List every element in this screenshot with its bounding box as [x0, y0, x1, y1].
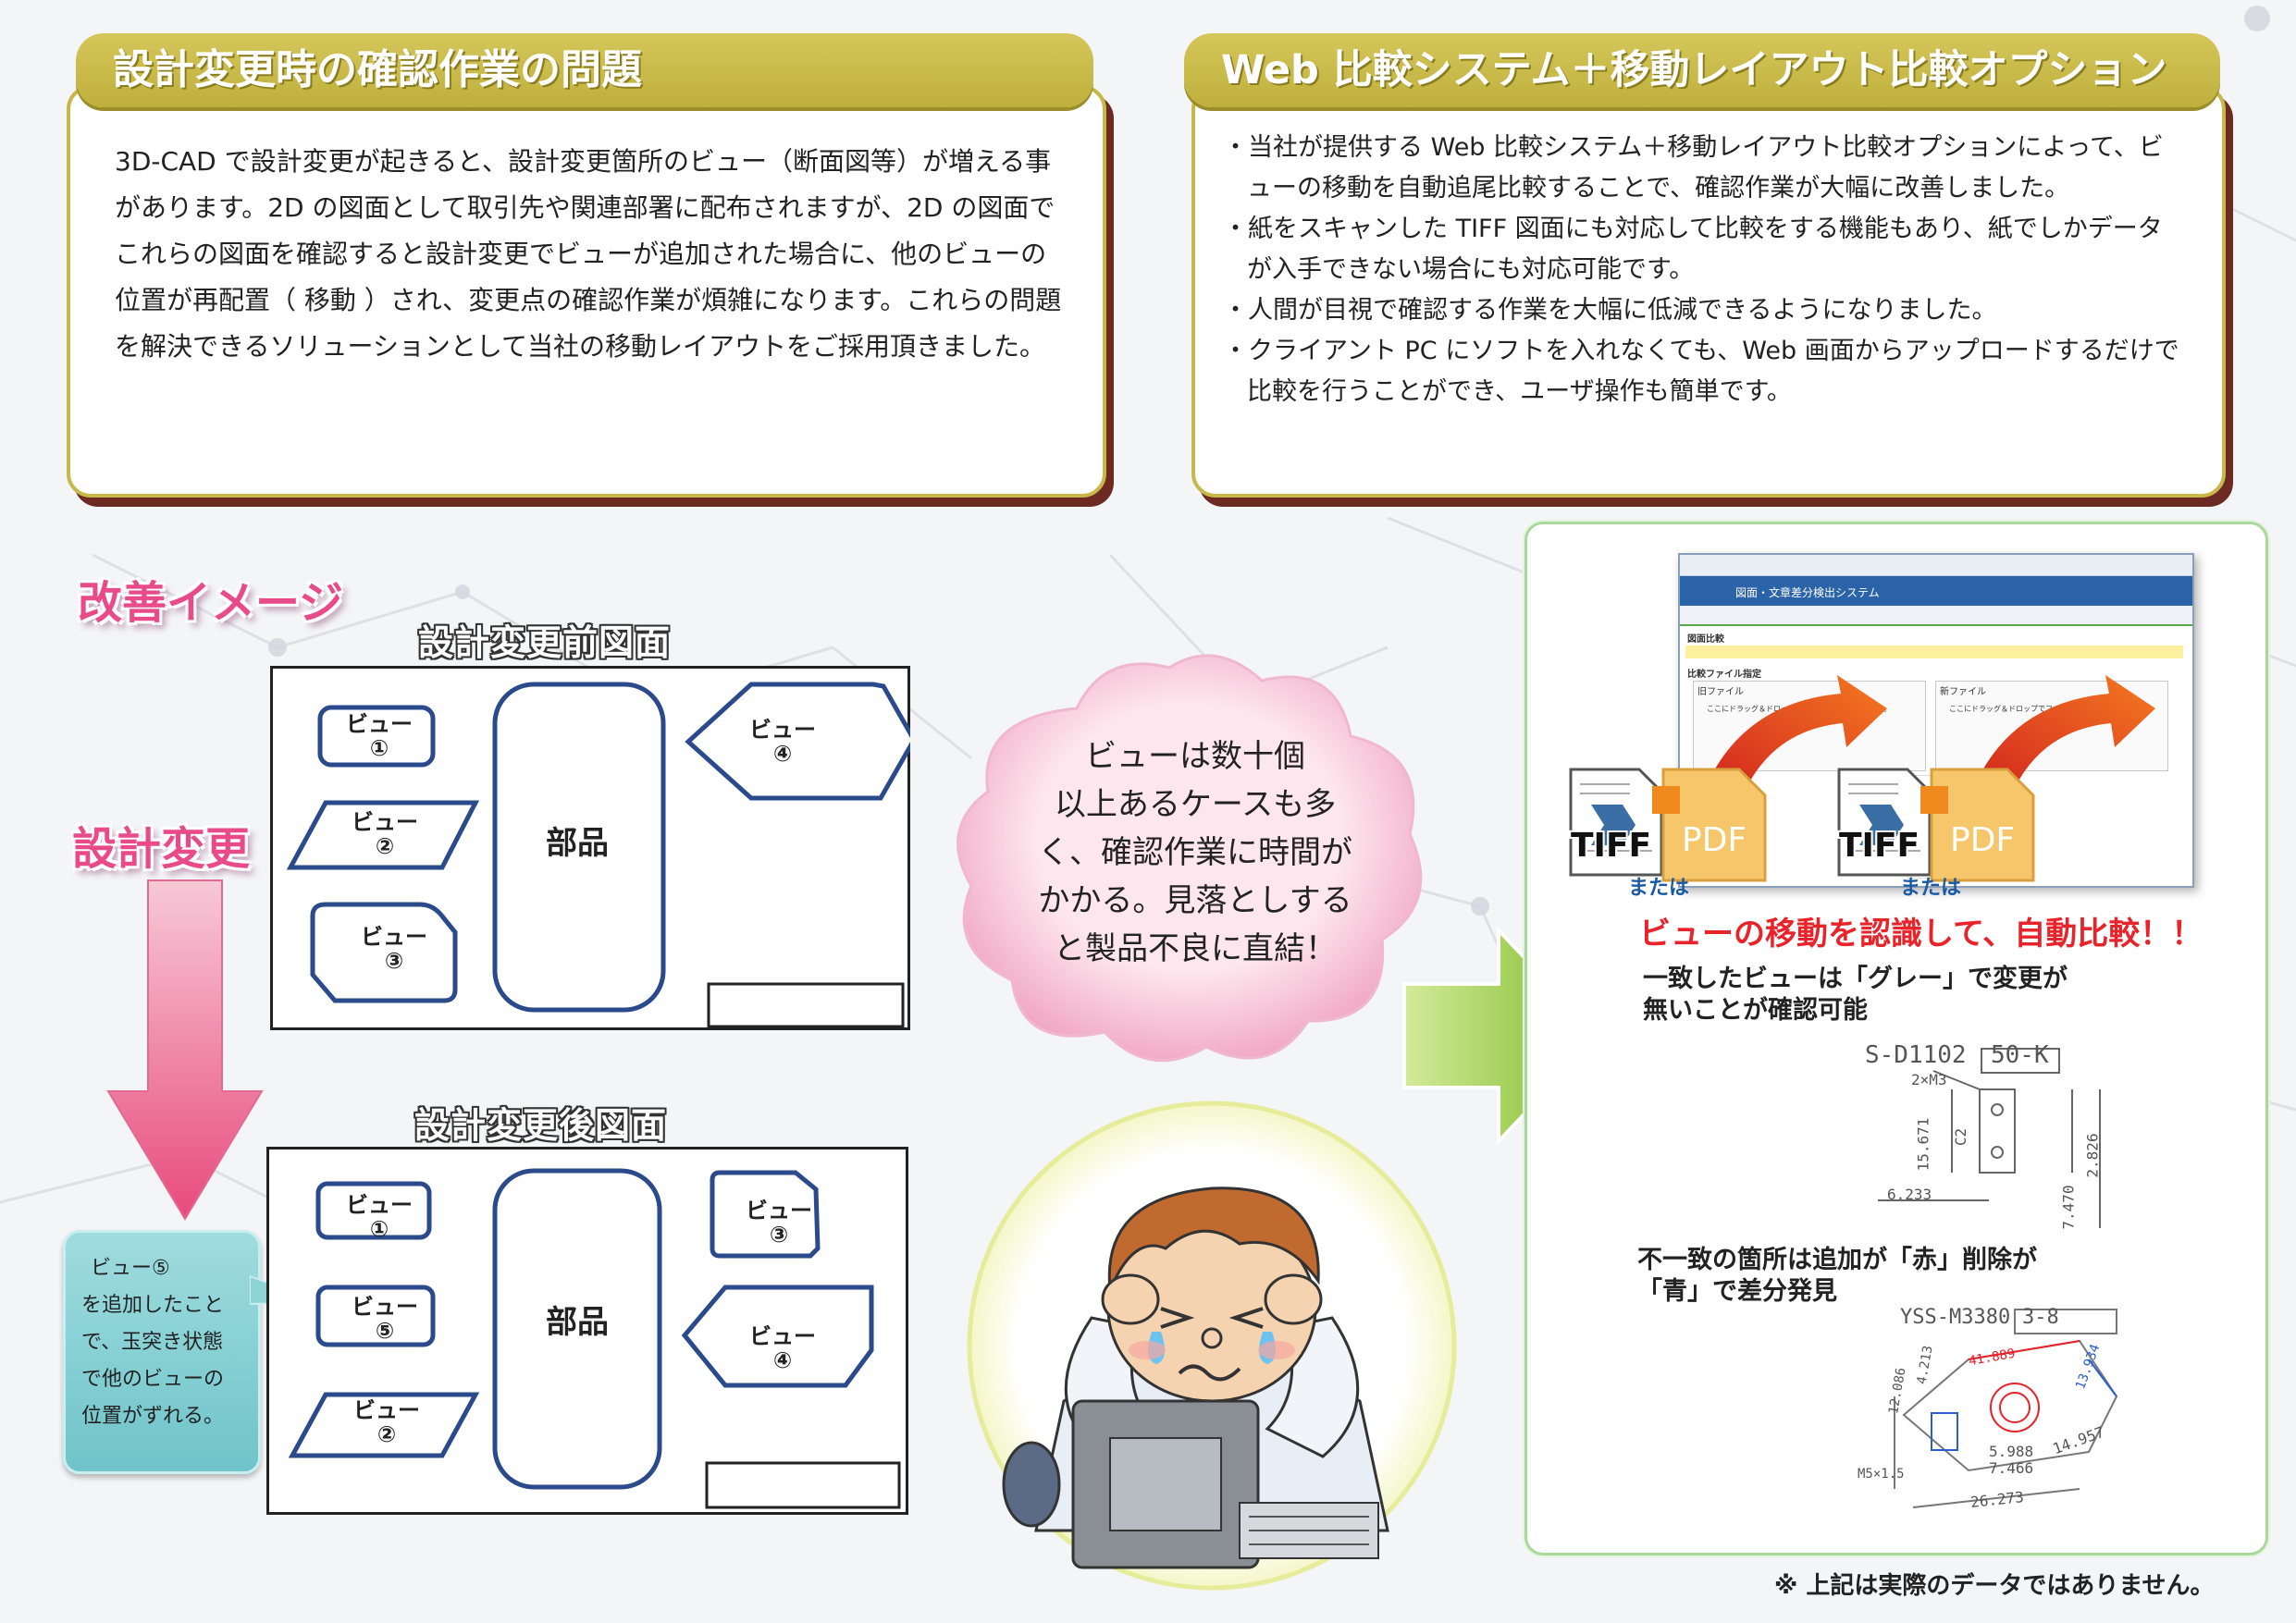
- view-5-frame: [315, 1285, 436, 1347]
- title-block: [707, 982, 905, 1028]
- cloud-line: 以上あるケースも多: [1054, 786, 1337, 823]
- cad2-dim: 7.466: [1989, 1459, 2034, 1477]
- upload-arrows: [1702, 675, 2155, 805]
- gray-match-text: 一致したビューは「グレー」で変更が 無いことが確認可能: [1643, 965, 2068, 1025]
- cad1-dim: 6.233: [1887, 1186, 1932, 1203]
- cad2-part-no: YSS-M3380: [1900, 1306, 2011, 1329]
- app-header: 図面・文章差分検出システム: [1680, 576, 2192, 606]
- cad2-dim: M5×1.5: [1858, 1467, 1905, 1482]
- cloud-line: かかる。見落としする: [1038, 882, 1352, 919]
- view-2-frame: [288, 1392, 480, 1458]
- solution-bullet: クライアント PC にソフトを入れなくても、Web 画面からアップロードするだけ…: [1223, 331, 2185, 412]
- problem-panel-body: 3D-CAD で設計変更が起きると、設計変更箇所のビュー（断面図等）が増える事が…: [115, 146, 1062, 362]
- cloud-line: と製品不良に直結！: [1054, 930, 1337, 967]
- note-line: で他のビューの: [81, 1368, 225, 1391]
- note-line: を追加したこと: [81, 1294, 225, 1317]
- title-block: [705, 1461, 901, 1509]
- part-label: 部品: [546, 1304, 609, 1341]
- diff-text: 不一致の箇所は追加が「赤」削除が 「青」で差分発見: [1637, 1246, 2037, 1306]
- disclaimer: ※ 上記は実際のデータではありません。: [1774, 1572, 2215, 1600]
- note-text: ビュー⑤ を追加したこと で、玉突き状態 で他のビューの 位置がずれる。: [81, 1250, 248, 1435]
- before-drawing-title: 設計変更前図面: [418, 622, 672, 663]
- problem-panel-title: 設計変更時の確認作業の問題: [76, 33, 1093, 107]
- after-drawing-title: 設計変更後図面: [414, 1105, 668, 1146]
- solution-panel-title: Web 比較システム＋移動レイアウト比較オプション: [1184, 33, 2220, 107]
- view-4-frame: [685, 682, 910, 801]
- tab-strip: [1680, 606, 2192, 626]
- cad2-dim: 5.988: [1989, 1443, 2034, 1460]
- solution-bullet-list: 当社が提供する Web 比較システム＋移動レイアウト比較オプションによって、ビュ…: [1223, 128, 2185, 412]
- view-3-frame: [310, 902, 458, 1003]
- part-frame: [492, 682, 666, 1013]
- section-title: 図面比較: [1687, 634, 1724, 645]
- worried-person-illustration: [967, 1100, 1457, 1591]
- or-label: または: [1628, 877, 1690, 900]
- tiff-label: TIFF: [1571, 827, 1652, 865]
- cad1-dim: 2×M3: [1911, 1071, 1947, 1088]
- cad-drawing-diff: [1894, 1309, 2118, 1508]
- note-line: で、玉突き状態: [81, 1331, 224, 1354]
- pdf-file-icon: [1652, 768, 1767, 882]
- app-title: 図面・文章差分検出システム: [1735, 586, 1880, 599]
- cloud-line: ビューは数十個: [1085, 738, 1305, 775]
- tiff-file-icon: [1569, 768, 1663, 877]
- cloud-text: ビューは数十個 以上あるケースも多 く、確認作業に時間が かかる。見落としする …: [1010, 732, 1380, 973]
- note-line: ビュー⑤: [91, 1257, 170, 1280]
- pdf-file-icon: [1920, 768, 2035, 882]
- tiff-label: TIFF: [1839, 827, 1920, 865]
- part-label: 部品: [546, 825, 609, 862]
- before-drawing-shapes: [286, 682, 910, 1028]
- pdf-label: PDF: [1682, 821, 1747, 859]
- cad1-dim: 7.470: [2059, 1185, 2078, 1230]
- solution-bullet: 当社が提供する Web 比較システム＋移動レイアウト比較オプションによって、ビュ…: [1223, 128, 2185, 209]
- cad1-dim: 2.826: [2083, 1133, 2102, 1178]
- cad1-dim: 15.671: [1914, 1117, 1932, 1172]
- cad1-part-no: S-D1102: [1865, 1041, 1967, 1069]
- cad1-box-label: 50-K: [1991, 1041, 2049, 1069]
- or-label: または: [1900, 877, 1962, 900]
- pdf-label: PDF: [1950, 821, 2016, 859]
- file-select-label: 比較ファイル指定: [1687, 670, 1761, 680]
- solution-bullet: 人間が目視で確認する作業を大幅に低減できるようになりました。: [1223, 290, 2185, 331]
- browser-bar: [1680, 555, 2192, 576]
- thought-cloud: [957, 654, 1423, 1063]
- after-drawing-shapes: [288, 1168, 901, 1509]
- cloud-line: く、確認作業に時間が: [1038, 834, 1352, 871]
- cad-drawing-gray: [1878, 1048, 2101, 1228]
- view-2-frame: [286, 800, 480, 870]
- view-1-frame: [315, 1181, 432, 1240]
- view-4-frame: [681, 1285, 874, 1388]
- tiff-file-icon: [1837, 768, 1932, 877]
- auto-compare-headline: ビューの移動を認識して、自動比較！！: [1639, 916, 2203, 953]
- note-callout: [63, 1230, 261, 1474]
- view-3-frame: [710, 1170, 821, 1259]
- cad1-dim: C2: [1952, 1127, 1970, 1147]
- down-arrow-icon: [106, 879, 264, 1221]
- cad2-box-label: 3-8: [2022, 1306, 2059, 1329]
- improvement-label: 改善イメージ: [78, 577, 344, 629]
- design-change-label: 設計変更: [72, 823, 251, 875]
- part-frame: [492, 1168, 662, 1490]
- note-line: 位置がずれる。: [81, 1405, 225, 1428]
- view-1-frame: [317, 705, 436, 768]
- notice-bar: [1685, 646, 2183, 658]
- solution-bullet: 紙をスキャンした TIFF 図面にも対応して比較をする機能もあり、紙でしかデータ…: [1223, 209, 2185, 290]
